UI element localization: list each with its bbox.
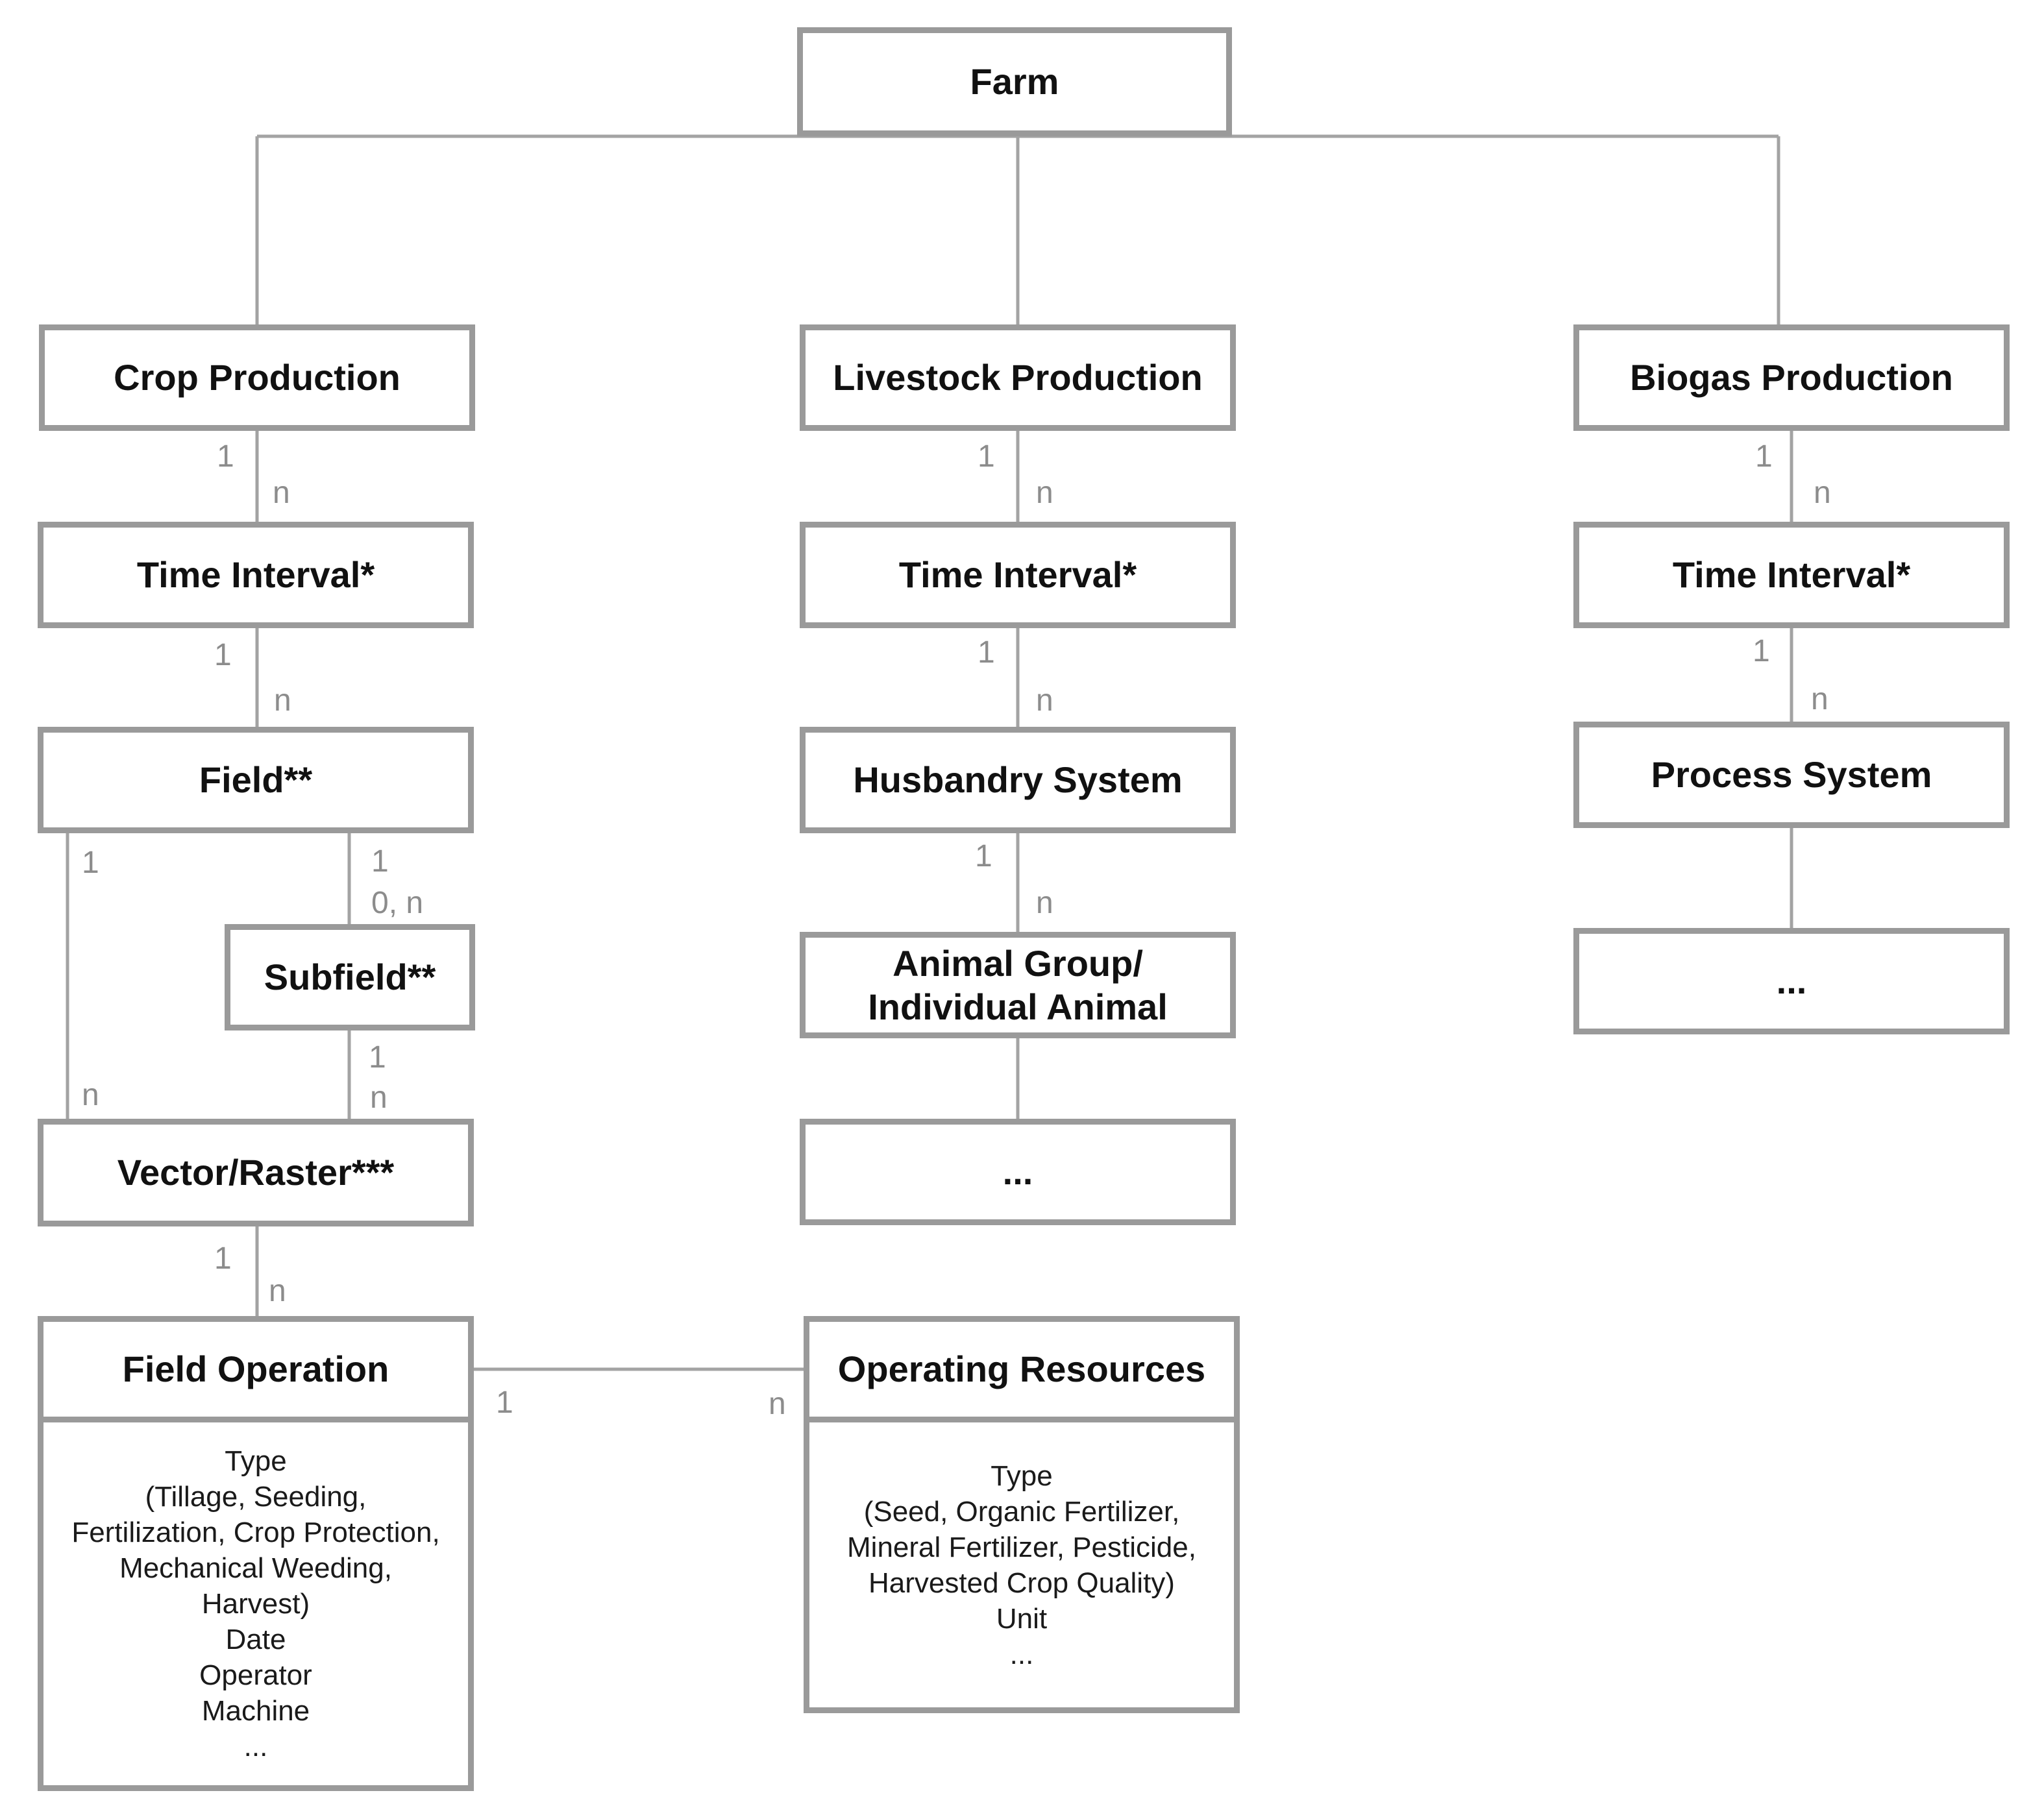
field-operation-attributes: Type (Tillage, Seeding, Fertilization, C… xyxy=(38,1422,474,1791)
animal-group-label-line2: Individual Animal xyxy=(868,986,1168,1027)
livestock-more-node: ... xyxy=(800,1119,1236,1225)
cardinality-label: 1 xyxy=(217,439,234,474)
cardinality-label: 1 xyxy=(975,839,992,873)
cardinality-label: 1 xyxy=(1755,439,1773,474)
time-interval-crop-label: Time Interval* xyxy=(136,554,375,596)
cardinality-label: 1 xyxy=(978,635,995,670)
vector-raster-node: Vector/Raster*** xyxy=(38,1119,474,1226)
husbandry-system-label: Husbandry System xyxy=(853,759,1183,801)
field-operation-attribute: Fertilization, Crop Protection, xyxy=(71,1517,440,1548)
farm-label: Farm xyxy=(970,61,1059,103)
cardinality-label: 1 xyxy=(214,638,232,672)
field-operation-attribute: Harvest) xyxy=(201,1588,310,1620)
operating-resources-attribute: ... xyxy=(1009,1638,1034,1670)
field-label: Field** xyxy=(199,759,313,801)
cardinality-label: n xyxy=(269,1274,286,1308)
operating-resources-attribute: (Seed, Organic Fertilizer, xyxy=(863,1495,1180,1528)
animal-group-node: Animal Group/ Individual Animal xyxy=(800,932,1236,1038)
livestock-more-label: ... xyxy=(1002,1151,1033,1193)
field-node: Field** xyxy=(38,727,474,833)
field-operation-node: Field Operation xyxy=(38,1316,474,1422)
livestock-production-node: Livestock Production xyxy=(800,324,1236,431)
cardinality-label: 1 xyxy=(214,1241,232,1276)
operating-resources-attribute: Unit xyxy=(996,1602,1048,1635)
field-operation-attribute: Operator xyxy=(199,1659,312,1691)
cardinality-label: n xyxy=(1036,886,1053,920)
time-interval-biogas-node: Time Interval* xyxy=(1573,522,2010,628)
farm-node: Farm xyxy=(797,27,1232,136)
cardinality-label: n xyxy=(370,1080,388,1115)
cardinality-label: 1 xyxy=(82,846,99,880)
operating-resources-node: Operating Resources xyxy=(804,1316,1240,1422)
biogas-more-label: ... xyxy=(1776,960,1807,1002)
time-interval-livestock-node: Time Interval* xyxy=(800,522,1236,628)
operating-resources-attribute: Mineral Fertilizer, Pesticide, xyxy=(847,1531,1196,1563)
cardinality-label: 1 xyxy=(369,1040,386,1075)
subfield-node: Subfield** xyxy=(225,924,475,1030)
time-interval-biogas-label: Time Interval* xyxy=(1672,554,1911,596)
cardinality-label: n xyxy=(1036,683,1053,718)
cardinality-label: 1 xyxy=(496,1385,513,1420)
time-interval-crop-node: Time Interval* xyxy=(38,522,474,628)
operating-resources-label: Operating Resources xyxy=(837,1348,1206,1390)
field-operation-attribute: (Tillage, Seeding, xyxy=(145,1481,367,1513)
biogas-production-label: Biogas Production xyxy=(1630,357,1953,398)
crop-production-node: Crop Production xyxy=(39,324,475,431)
animal-group-label-line1: Animal Group/ xyxy=(893,942,1143,984)
biogas-more-node: ... xyxy=(1573,928,2010,1034)
vector-raster-label: Vector/Raster*** xyxy=(117,1152,395,1193)
cardinality-label: n xyxy=(1036,476,1053,510)
process-system-label: Process System xyxy=(1651,754,1932,796)
cardinality-label: n xyxy=(273,476,290,510)
cardinality-label: 1 xyxy=(1753,634,1770,668)
field-operation-label: Field Operation xyxy=(122,1348,389,1390)
cardinality-label: n xyxy=(82,1078,99,1112)
cardinality-label: 1 xyxy=(978,439,995,474)
cardinality-label: n xyxy=(274,683,291,718)
cardinality-label: n xyxy=(769,1387,786,1421)
operating-resources-attributes: Type (Seed, Organic Fertilizer, Mineral … xyxy=(804,1422,1240,1713)
field-operation-attribute: Machine xyxy=(201,1695,310,1727)
operating-resources-attribute: Type xyxy=(991,1459,1053,1492)
field-operation-attribute: Type xyxy=(225,1445,287,1477)
field-operation-attribute: Date xyxy=(225,1624,286,1655)
biogas-production-node: Biogas Production xyxy=(1573,324,2010,431)
cardinality-label: n xyxy=(1811,682,1829,716)
time-interval-livestock-label: Time Interval* xyxy=(898,554,1137,596)
livestock-production-label: Livestock Production xyxy=(833,357,1203,398)
cardinality-label: n xyxy=(1814,476,1831,510)
crop-production-label: Crop Production xyxy=(114,357,400,398)
operating-resources-attribute: Harvested Crop Quality) xyxy=(868,1567,1175,1599)
cardinality-label: 1 xyxy=(371,844,389,879)
field-operation-attribute: Mechanical Weeding, xyxy=(119,1552,392,1584)
cardinality-label: 0, n xyxy=(371,886,424,920)
husbandry-system-node: Husbandry System xyxy=(800,727,1236,833)
process-system-node: Process System xyxy=(1573,722,2010,828)
field-operation-attribute: ... xyxy=(243,1731,268,1762)
subfield-label: Subfield** xyxy=(264,957,436,998)
